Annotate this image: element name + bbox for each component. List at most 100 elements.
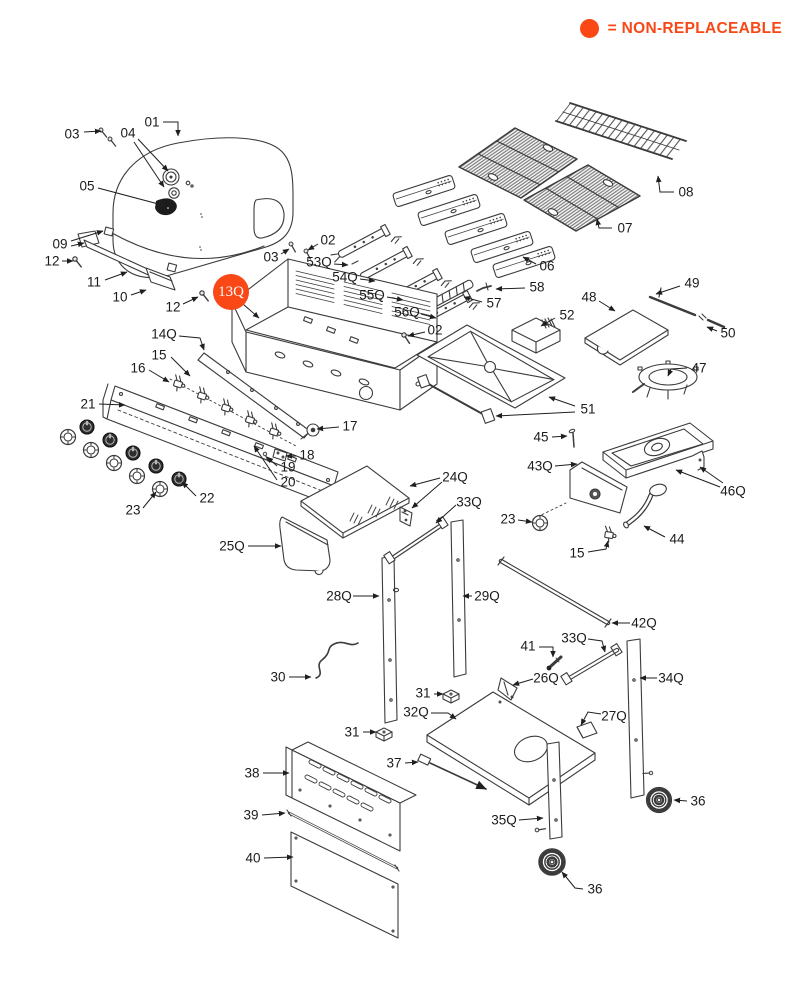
- leader-line-15: [170, 356, 191, 377]
- leader-line-55Q: [386, 296, 404, 302]
- part-label-50: 50: [720, 326, 735, 341]
- leader-line-32Q: [431, 712, 457, 720]
- part-label-19: 19: [280, 460, 295, 475]
- part-label-37: 37: [386, 756, 401, 771]
- leader-line-10: [130, 289, 147, 296]
- side-panel-25q-drawing: [279, 516, 331, 576]
- leader-line-46Q: [699, 466, 724, 484]
- part-label-29Q: 29Q: [474, 589, 500, 604]
- part-label-52: 52: [559, 308, 574, 323]
- leader-line-43Q: [554, 461, 578, 468]
- leader-line-06: [522, 256, 537, 265]
- part-label-26Q: 26Q: [533, 671, 559, 686]
- burner-ring-drawing: [632, 360, 699, 400]
- leader-line-23: [517, 518, 533, 524]
- side-burner-tube-drawing: [531, 428, 667, 544]
- part-label-07: 07: [617, 221, 632, 236]
- leader-line-07: [595, 218, 612, 229]
- side-table-drawing: [584, 309, 669, 366]
- part-label-04: 04: [120, 126, 136, 141]
- part-label-24Q: 24Q: [442, 470, 468, 485]
- leader-line-17: [316, 425, 340, 432]
- part-label-46Q: 46Q: [720, 484, 746, 499]
- leader-line-21: [98, 401, 126, 408]
- part-label-01: 01: [144, 115, 159, 130]
- leader-line-24Q: [411, 481, 443, 509]
- leader-line-48: [598, 300, 616, 312]
- part-label-06: 06: [539, 259, 554, 274]
- leader-line-57: [463, 295, 483, 303]
- leader-line-40: [263, 854, 294, 861]
- igniter-wire-drawing: [315, 641, 359, 679]
- leader-line-05: [97, 187, 167, 208]
- leader-line-26Q: [512, 678, 534, 686]
- leader-line-24Q: [409, 477, 441, 488]
- leader-line-20: [253, 445, 278, 481]
- leader-line-33Q: [435, 504, 457, 524]
- leader-line-49: [655, 285, 681, 295]
- leader-line-03: [280, 248, 290, 255]
- leader-line-51: [548, 396, 576, 407]
- leader-line-47: [667, 367, 688, 377]
- leader-line-54Q: [359, 277, 376, 283]
- part-label-03: 03: [263, 250, 278, 265]
- part-label-55Q: 55Q: [359, 288, 385, 303]
- part-label-03: 03: [64, 127, 79, 142]
- leader-line-36: [673, 797, 688, 804]
- control-panel-drawing: [102, 383, 339, 506]
- part-label-54Q: 54Q: [332, 270, 358, 285]
- part-label-47: 47: [691, 361, 706, 376]
- leader-line-44: [643, 525, 666, 538]
- part-label-12: 12: [165, 300, 180, 315]
- part-label-30: 30: [270, 670, 285, 685]
- part-label-58: 58: [529, 280, 544, 295]
- part-label-45: 45: [533, 430, 548, 445]
- part-label-20: 20: [280, 475, 295, 490]
- leader-line-58: [495, 285, 526, 292]
- legend: = NON-REPLACEABLE: [579, 19, 782, 38]
- part-label-09: 09: [52, 237, 67, 252]
- part-label-27Q: 27Q: [601, 709, 627, 724]
- leader-line-41: [539, 646, 556, 658]
- part-label-16: 16: [130, 361, 145, 376]
- highlight-label-13Q: 13Q: [218, 284, 244, 300]
- leader-line-56Q: [420, 313, 437, 320]
- leader-line-04: [133, 141, 165, 188]
- part-label-49: 49: [684, 276, 699, 291]
- part-label-48: 48: [581, 290, 596, 305]
- leader-line-39: [261, 810, 286, 817]
- part-label-18: 18: [299, 448, 314, 463]
- part-label-17: 17: [342, 419, 357, 434]
- support-rods-drawing: [648, 287, 726, 329]
- leader-line-09: [70, 241, 85, 248]
- part-label-28Q: 28Q: [326, 589, 352, 604]
- side-shelf-drawing: [300, 465, 413, 539]
- leader-line-15: [587, 540, 610, 553]
- leader-line-19: [266, 456, 278, 467]
- leader-line-13Q: [242, 303, 260, 319]
- part-label-40: 40: [245, 851, 260, 866]
- part-label-57: 57: [486, 296, 501, 311]
- door-rod-drawing: [286, 809, 400, 872]
- part-label-12: 12: [44, 254, 59, 269]
- part-label-51: 51: [580, 402, 595, 417]
- grease-cup-drawing: [511, 317, 561, 354]
- leader-line-01: [163, 121, 181, 137]
- part-label-41: 41: [520, 639, 535, 654]
- leader-line-02: [307, 243, 319, 251]
- rear-legs-drawing: [533, 741, 563, 840]
- part-label-14Q: 14Q: [151, 327, 177, 342]
- part-label-08: 08: [678, 185, 693, 200]
- part-label-36: 36: [690, 794, 705, 809]
- leader-line-02: [407, 331, 426, 338]
- part-label-10: 10: [112, 290, 127, 305]
- cooking-grates-drawing: [458, 127, 641, 232]
- drip-pan-drawing: [416, 324, 566, 424]
- leader-line-50: [706, 326, 718, 332]
- non-replaceable-dot-icon: [579, 19, 599, 38]
- part-label-44: 44: [669, 532, 685, 547]
- part-label-53Q: 53Q: [306, 255, 332, 270]
- part-label-36: 36: [587, 882, 602, 897]
